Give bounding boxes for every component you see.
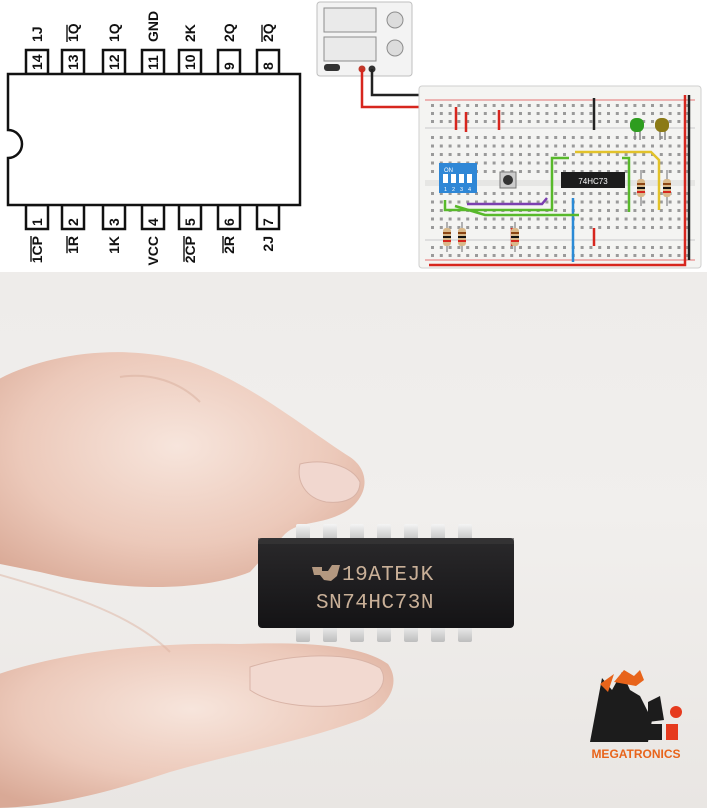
upper-finger bbox=[0, 352, 365, 587]
svg-text:2K: 2K bbox=[182, 24, 198, 42]
top-pin-number: 12 bbox=[106, 54, 122, 70]
product-photo: 19ATEJK SN74HC73N MEGATRONICS bbox=[0, 272, 707, 808]
svg-text:2CP: 2CP bbox=[182, 236, 198, 263]
svg-text:6: 6 bbox=[221, 218, 237, 226]
breadboard-circuit: 74HC73 ON 1 2 3 4 bbox=[316, 1, 702, 269]
dip-switch-label: ON bbox=[444, 168, 453, 174]
brand-name: MEGATRONICS bbox=[591, 747, 680, 761]
top-pin-number: 8 bbox=[260, 62, 276, 70]
svg-text:1: 1 bbox=[29, 218, 45, 226]
svg-text:2Q: 2Q bbox=[221, 23, 237, 42]
led-yellow bbox=[655, 118, 669, 140]
top-pin-label: 1J bbox=[29, 26, 45, 42]
photo-chip-body bbox=[258, 538, 514, 628]
svg-text:7: 7 bbox=[260, 218, 276, 226]
top-pin-number: 10 bbox=[182, 54, 198, 70]
top-pin-number: 13 bbox=[65, 54, 81, 70]
top-pin-label: GND bbox=[145, 11, 161, 42]
svg-text:9: 9 bbox=[221, 62, 237, 70]
megatronics-logo: MEGATRONICS bbox=[590, 670, 682, 761]
svg-text:VCC: VCC bbox=[145, 236, 161, 266]
top-pin-label: 1Q bbox=[65, 23, 81, 42]
svg-text:1Q: 1Q bbox=[65, 23, 81, 42]
top-pin-label: 2Q bbox=[221, 23, 237, 42]
svg-text:14: 14 bbox=[29, 54, 45, 70]
svg-text:2R: 2R bbox=[221, 236, 237, 254]
svg-text:4: 4 bbox=[145, 218, 161, 226]
dip-num-3: 3 bbox=[460, 187, 463, 193]
photo-chip-line2: SN74HC73N bbox=[316, 592, 434, 615]
svg-text:5: 5 bbox=[182, 218, 198, 226]
bottom-pin-label: VCC bbox=[145, 236, 161, 266]
top-pin-number: 11 bbox=[145, 55, 161, 70]
bottom-pin-label: 2J bbox=[260, 236, 276, 252]
bottom-pin-number: 2 bbox=[65, 218, 81, 226]
pinout-diagram: 14 1J 13 1Q 12 1Q 11 GND 10 2K 9 2Q 8 2Q 1 1CP 2 1R 3 1K 4VC… bbox=[6, 11, 302, 266]
svg-text:2: 2 bbox=[65, 218, 81, 226]
top-pin-number: 9 bbox=[221, 62, 237, 70]
ti-logo bbox=[312, 565, 340, 581]
led-green bbox=[630, 118, 644, 140]
bottom-pin-number: 7 bbox=[260, 218, 276, 226]
bottom-pin-label: 1CP bbox=[29, 236, 45, 263]
top-pin-label: 2Q bbox=[260, 23, 276, 42]
svg-text:1R: 1R bbox=[65, 236, 81, 254]
svg-text:1Q: 1Q bbox=[106, 23, 122, 42]
svg-text:8: 8 bbox=[260, 62, 276, 70]
bottom-pin-number: 6 bbox=[221, 218, 237, 226]
dip-num-1: 1 bbox=[444, 187, 447, 193]
svg-text:10: 10 bbox=[182, 54, 198, 70]
bottom-pin-number: 4 bbox=[145, 218, 161, 226]
svg-text:2J: 2J bbox=[260, 236, 276, 252]
breadboard-chip-label: 74HC73 bbox=[578, 177, 608, 186]
bottom-pin-number: 3 bbox=[106, 218, 122, 226]
bottom-pin-label: 2R bbox=[221, 236, 237, 254]
svg-text:13: 13 bbox=[65, 54, 81, 70]
svg-text:3: 3 bbox=[106, 218, 122, 226]
svg-text:11: 11 bbox=[145, 55, 161, 70]
breadboard-chip bbox=[561, 172, 625, 188]
top-pin-number: 14 bbox=[29, 54, 45, 70]
svg-text:1K: 1K bbox=[106, 236, 122, 254]
svg-text:12: 12 bbox=[106, 54, 122, 70]
photo-chip-line1: 19ATEJK bbox=[342, 564, 434, 587]
bottom-pin-label: 1R bbox=[65, 236, 81, 254]
top-pin-label: 1Q bbox=[106, 23, 122, 42]
svg-text:1J: 1J bbox=[29, 26, 45, 42]
dip-num-4: 4 bbox=[468, 187, 471, 193]
dip-num-2: 2 bbox=[452, 187, 455, 193]
top-pin-label: 2K bbox=[182, 24, 198, 42]
bottom-pin-number: 5 bbox=[182, 218, 198, 226]
svg-text:1CP: 1CP bbox=[29, 236, 45, 263]
ic-body-outline bbox=[6, 72, 302, 207]
bottom-pin-label: 2CP bbox=[182, 236, 198, 263]
svg-text:2Q: 2Q bbox=[260, 23, 276, 42]
bottom-pin-label: 1K bbox=[106, 236, 122, 254]
svg-text:GND: GND bbox=[145, 11, 161, 42]
bottom-pin-number: 1 bbox=[29, 218, 45, 226]
power-supply bbox=[316, 1, 413, 77]
